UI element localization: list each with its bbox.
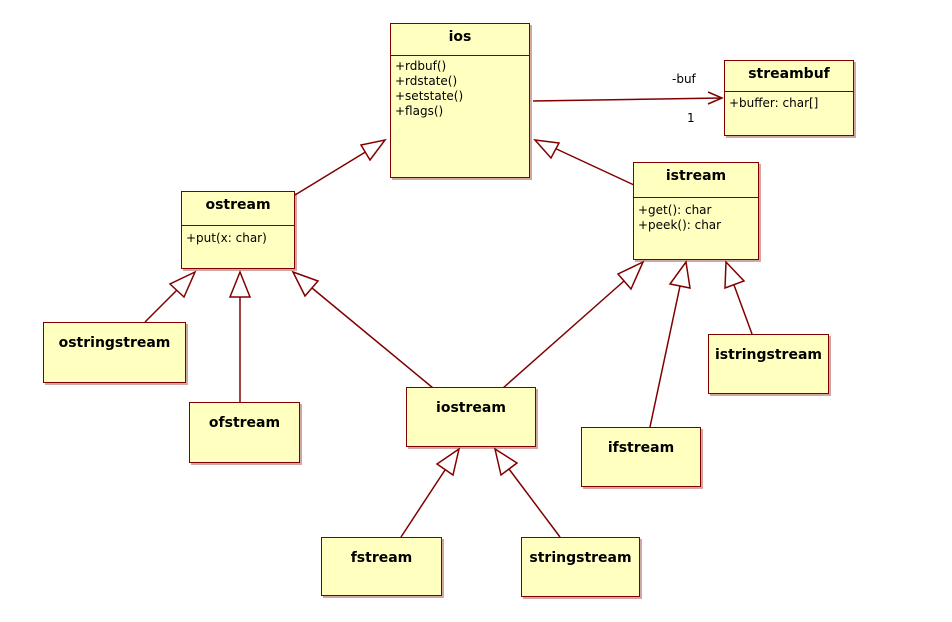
generalization-arrowhead: [291, 270, 320, 298]
generalization-ostringstream-ostream: [144, 286, 181, 323]
generalization-arrowhead: [435, 447, 461, 477]
class-name: ios: [448, 29, 472, 45]
class-iostream: iostream: [406, 387, 536, 447]
class-name: fstream: [350, 550, 413, 566]
operation: +flags(): [395, 104, 444, 118]
generalization-fstream-iostream: [400, 469, 446, 538]
class-ostream: ostream +put(x: char): [181, 191, 295, 269]
class-ifstream: ifstream: [581, 427, 701, 487]
class-fstream: fstream: [321, 537, 442, 596]
class-streambuf: streambuf +buffer: char[]: [724, 60, 854, 136]
class-ofstream: ofstream: [189, 402, 300, 463]
association-arrowhead: [707, 91, 724, 105]
generalization-arrowhead: [668, 260, 691, 289]
class-name: ifstream: [607, 440, 675, 456]
class-name: ostringstream: [58, 335, 171, 351]
class-ios: ios +rdbuf() +rdstate() +setstate() +fla…: [390, 23, 530, 178]
class-istream: istream +get(): char +peek(): char: [633, 162, 759, 260]
association-line-ios-streambuf: [532, 97, 723, 102]
generalization-arrowhead: [168, 270, 197, 299]
generalization-arrowhead: [724, 260, 746, 290]
class-compartment-operations: +put(x: char): [182, 225, 294, 246]
class-istringstream: istringstream: [708, 334, 829, 394]
class-name: streambuf: [748, 66, 830, 82]
class-name: iostream: [436, 400, 506, 416]
class-compartment-operations: +get(): char +peek(): char: [634, 197, 758, 233]
generalization-arrowhead: [228, 269, 252, 298]
generalization-arrowhead: [616, 260, 645, 291]
class-name: ostream: [205, 197, 271, 213]
generalization-stringstream-iostream: [508, 468, 561, 538]
generalization-ifstream-istream: [649, 285, 681, 428]
association-multiplicity-label: 1: [687, 111, 695, 125]
association-role-label: -buf: [672, 72, 696, 86]
class-name: istream: [665, 168, 727, 184]
class-ostringstream: ostringstream: [43, 322, 186, 383]
class-name: ofstream: [208, 415, 281, 431]
generalization-istream-ios: [549, 145, 635, 186]
generalization-iostream-ostream: [311, 287, 434, 389]
generalization-iostream-istream: [502, 280, 625, 389]
generalization-arrowhead: [533, 139, 561, 160]
operation: +rdstate(): [395, 74, 458, 88]
generalization-ostream-ios: [294, 147, 373, 196]
attribute: +buffer: char[]: [729, 96, 819, 110]
class-name: istringstream: [715, 347, 822, 363]
class-name: stringstream: [529, 550, 632, 566]
class-compartment-operations: +rdbuf() +rdstate() +setstate() +flags(): [391, 55, 529, 119]
operation: +setstate(): [395, 89, 464, 103]
operation: +rdbuf(): [395, 59, 447, 73]
operation: +put(x: char): [186, 231, 267, 245]
class-compartment-attributes: +buffer: char[]: [725, 91, 853, 111]
class-stringstream: stringstream: [521, 537, 640, 597]
generalization-arrowhead: [493, 447, 519, 477]
generalization-arrowhead: [359, 138, 387, 162]
generalization-istringstream-istream: [733, 284, 753, 335]
operation: +peek(): char: [638, 218, 722, 232]
operation: +get(): char: [638, 203, 712, 217]
